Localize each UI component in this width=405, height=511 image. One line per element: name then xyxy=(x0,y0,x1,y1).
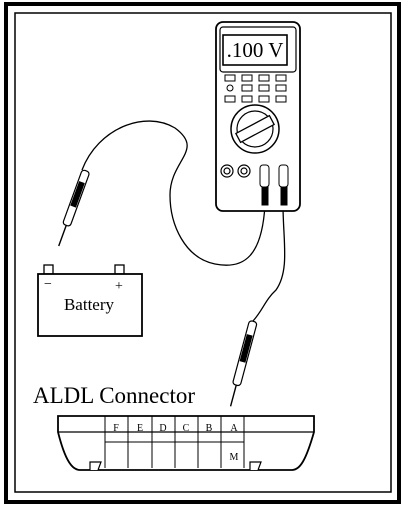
outer-frame xyxy=(4,2,401,504)
red-lead-plug-collar xyxy=(278,164,289,188)
battery-negative-terminal xyxy=(43,264,54,275)
meter-button xyxy=(258,74,270,82)
probe-grip xyxy=(70,181,85,208)
meter-display xyxy=(222,34,288,66)
meter-function-buttons xyxy=(224,74,287,103)
probe-tip xyxy=(58,225,67,247)
red-lead-plug-boot xyxy=(280,186,288,206)
battery-positive-symbol: + xyxy=(115,279,123,294)
inner-frame xyxy=(14,12,392,493)
meter-button xyxy=(226,84,234,92)
meter-button xyxy=(224,74,236,82)
connector-latch-right xyxy=(249,461,262,471)
dial-pointer xyxy=(234,114,276,144)
test-lead-plugs xyxy=(259,164,289,206)
pin-label-c: C xyxy=(183,423,190,434)
meter-button xyxy=(258,95,270,103)
meter-button xyxy=(241,74,253,82)
aldl-connector: F E D C B A M xyxy=(57,415,315,471)
pin-label-m: M xyxy=(230,452,239,463)
battery-case xyxy=(37,273,143,337)
pin-label-f: F xyxy=(113,423,119,434)
probe-grip xyxy=(239,334,253,363)
battery-positive-terminal xyxy=(114,264,125,275)
meter-button xyxy=(275,84,287,92)
input-jack-inner xyxy=(223,167,231,175)
multimeter: .100 V xyxy=(215,21,301,212)
black-test-lead-wire xyxy=(81,120,266,266)
aldl-connector-title: ALDL Connector xyxy=(33,383,195,408)
meter-button xyxy=(224,95,236,103)
connector-housing xyxy=(57,415,315,471)
rotary-selector-dial xyxy=(230,104,280,154)
meter-button xyxy=(275,95,287,103)
connector-pin-grid xyxy=(104,416,245,468)
meter-button xyxy=(275,74,287,82)
black-probe xyxy=(58,169,90,247)
black-lead-plug-boot xyxy=(261,186,269,206)
input-jacks xyxy=(220,164,251,178)
pin-label-e: E xyxy=(137,423,143,434)
pin-label-b: B xyxy=(206,423,213,434)
probe-tip xyxy=(229,384,237,407)
battery: − + Battery xyxy=(37,264,143,337)
connector-latch-left xyxy=(89,461,102,471)
red-test-lead-wire xyxy=(251,204,286,323)
meter-button xyxy=(241,84,253,92)
pin-label-a: A xyxy=(230,423,238,434)
meter-reading: .100 V xyxy=(227,38,284,62)
black-lead-plug-collar xyxy=(259,164,270,188)
meter-button xyxy=(241,95,253,103)
input-jack-inner xyxy=(240,167,248,175)
battery-negative-symbol: − xyxy=(44,277,52,292)
pin-label-d: D xyxy=(159,423,166,434)
red-probe xyxy=(229,320,258,407)
battery-label: Battery xyxy=(64,295,115,314)
meter-button xyxy=(258,84,270,92)
